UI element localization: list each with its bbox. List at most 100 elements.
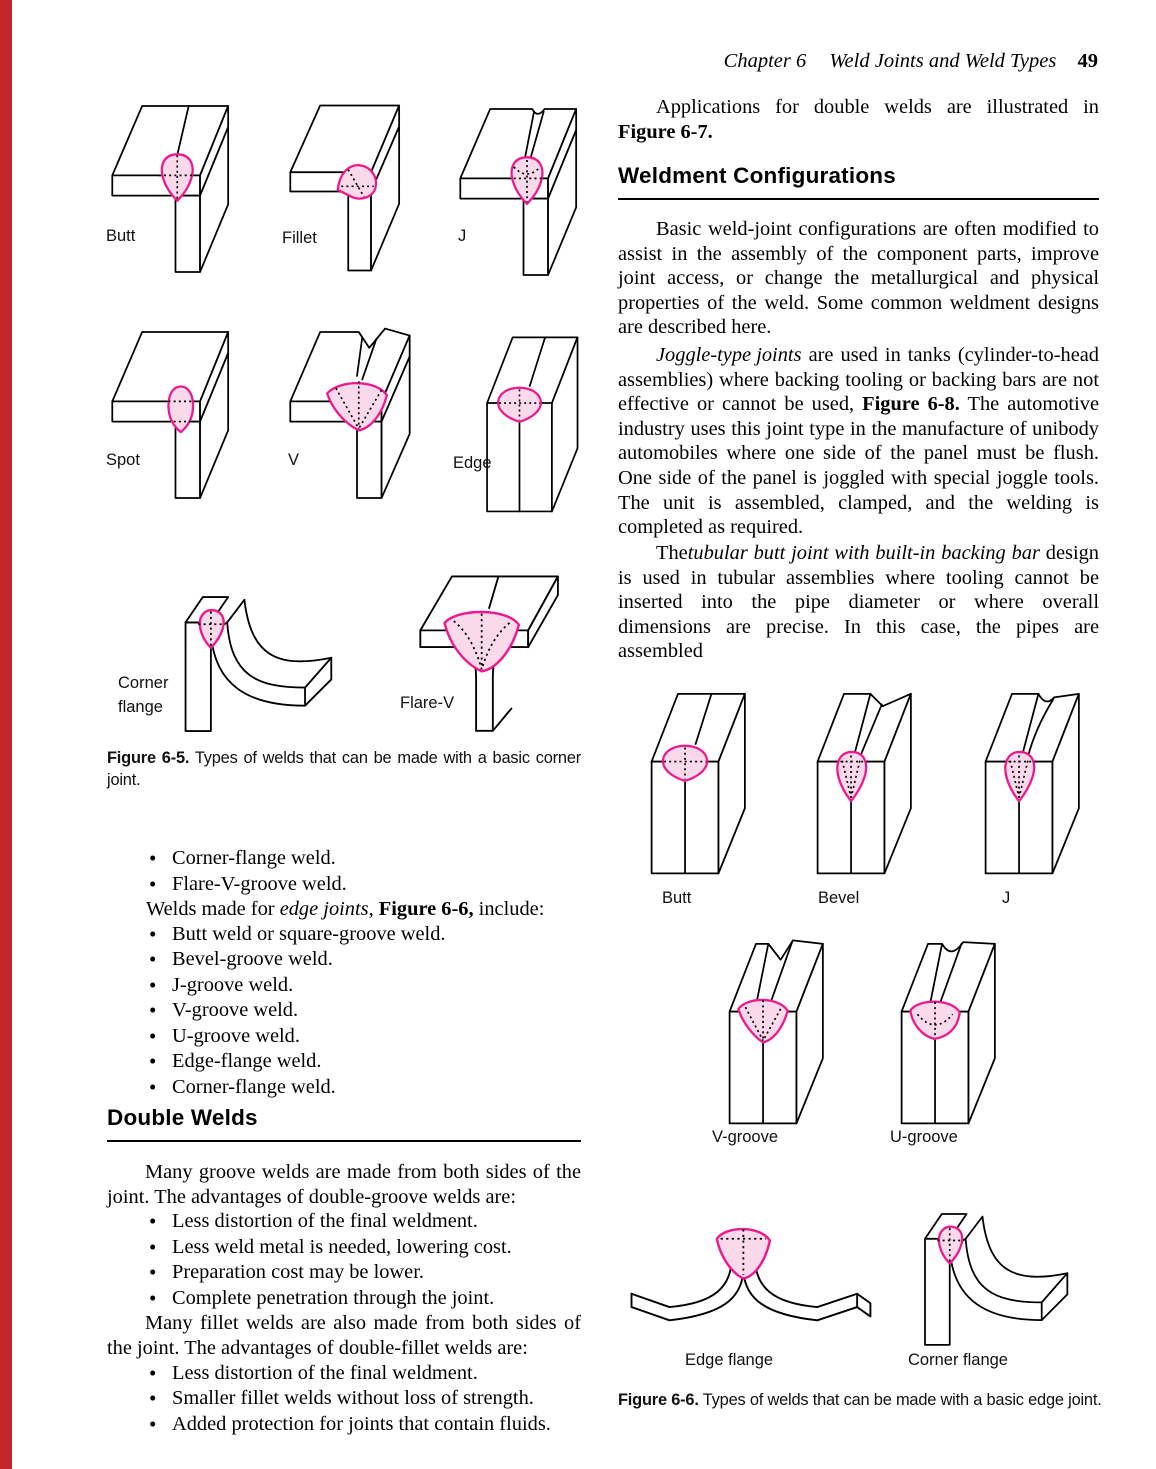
list-item: Added protection for joints that contain…	[149, 1412, 581, 1438]
list-item-text: U-groove weld.	[172, 1024, 300, 1047]
weldment-configurations-heading: Weldment Configurations	[618, 163, 1099, 200]
double-welds-heading: Double Welds	[107, 1105, 581, 1142]
list-item-text: J-groove weld.	[172, 973, 294, 996]
bullet-icon	[149, 1024, 172, 1050]
fig65-v-diagram	[289, 327, 411, 499]
list-item-text: Corner-flange weld.	[172, 847, 336, 869]
bullet-icon	[149, 846, 172, 872]
bullet-icon	[149, 1209, 172, 1235]
list-item-text: Less distortion of the final weldment.	[172, 1361, 478, 1384]
figure-6-8-reference: Figure 6-8.	[862, 393, 960, 416]
list-item: Less distortion of the final weldment.	[149, 1209, 581, 1235]
fig66-corner-flange-diagram	[924, 1213, 1069, 1346]
bullet-icon	[149, 973, 172, 999]
chapter-edge-bar	[0, 0, 12, 1469]
bullet-icon	[149, 947, 172, 973]
intro-text: Welds made for	[146, 898, 280, 921]
fig65-edge-diagram	[486, 336, 579, 513]
fig65-caption-number: Figure 6-5.	[107, 749, 190, 767]
double-fillet-paragraph: Many fillet welds are also made from bot…	[107, 1312, 581, 1359]
list-item: J-groove weld.	[149, 973, 581, 999]
fig66-edge-flange-diagram	[630, 1227, 872, 1322]
intro-figure-ref: Figure 6-6,	[373, 898, 474, 921]
fig65-spot-diagram	[111, 331, 230, 499]
list-item: U-groove weld.	[149, 1024, 581, 1050]
running-head: Chapter 6 Weld Joints and Weld Types 49	[518, 50, 1098, 73]
running-head-chapter: Chapter 6	[723, 50, 807, 72]
bullet-icon	[149, 1386, 172, 1412]
intro-italic: edge joints,	[279, 898, 374, 921]
fig65-corner-flange-diagram	[184, 596, 333, 732]
fig65-butt-label: Butt	[106, 227, 136, 245]
tubular-text-lead: The	[656, 542, 688, 564]
joggle-term: Joggle-type joints	[656, 344, 802, 366]
page-number: 49	[1077, 50, 1099, 72]
list-item-text: Smaller fillet welds without loss of str…	[172, 1387, 534, 1410]
fig65-j-label: J	[458, 227, 467, 245]
list-item-text: Complete penetration through the joint.	[172, 1286, 495, 1309]
bullet-icon	[149, 998, 172, 1024]
fig66-corner-flange-label: Corner flange	[908, 1351, 1008, 1369]
fig65-edge-label: Edge	[453, 454, 492, 472]
fig66-u-groove-diagram	[900, 941, 996, 1125]
running-head-title: Weld Joints and Weld Types	[829, 50, 1057, 72]
list-item-text: Preparation cost may be lower.	[172, 1261, 424, 1284]
tubular-text: design is used in tubular assemblies whe…	[618, 542, 1099, 663]
fig66-caption-number: Figure 6-6.	[618, 1391, 699, 1409]
fig65-flare-v-label: Flare-V	[400, 694, 455, 712]
fig65-butt-diagram	[111, 105, 230, 273]
bullet-icon	[149, 1235, 172, 1261]
bullet-icon	[149, 1412, 172, 1438]
corner-edge-weld-list: Corner-flange weld. Flare-V-groove weld.…	[107, 846, 581, 1100]
list-item: Butt weld or square-groove weld.	[149, 922, 581, 948]
list-item: Corner-flange weld.	[149, 846, 581, 872]
edge-joints-intro: Welds made for edge joints, Figure 6-6, …	[107, 897, 581, 922]
bullet-icon	[149, 922, 172, 948]
list-item-text: Bevel-groove weld.	[172, 948, 333, 971]
joggle-text: are used in tanks (cylinder-to-head asse…	[618, 344, 1099, 416]
fig65-fillet-diagram	[289, 104, 401, 272]
tubular-paragraph: The tubular butt joint with built-in bac…	[618, 541, 1099, 664]
fig65-spot-label: Spot	[106, 451, 140, 469]
fig66-j-diagram	[984, 692, 1080, 875]
list-item-text: Flare-V-groove weld.	[172, 872, 347, 895]
list-item: Smaller fillet welds without loss of str…	[149, 1386, 581, 1412]
fig65-caption: Figure 6-5. Types of welds that can be m…	[107, 748, 581, 791]
applications-paragraph: Applications for double welds are illust…	[618, 95, 1099, 144]
fig65-v-label: V	[288, 451, 300, 469]
bullet-icon	[149, 1361, 172, 1387]
list-item: V-groove weld.	[149, 998, 581, 1024]
fig65-corner-flange-label-2: flange	[118, 698, 163, 716]
list-item-text: Less distortion of the final weldment.	[172, 1210, 478, 1233]
bullet-icon	[149, 1286, 172, 1312]
list-item: Complete penetration through the joint.	[149, 1286, 581, 1312]
basic-configurations-paragraph: Basic weld-joint configurations are ofte…	[618, 218, 1099, 339]
bullet-icon	[149, 1260, 172, 1286]
applications-line1: Applications for double welds are illust…	[656, 96, 1099, 118]
fig65-caption-text: Types of welds that can be made with a b…	[107, 749, 581, 789]
intro-text-2: include:	[473, 898, 545, 921]
list-item-text: V-groove weld.	[172, 999, 299, 1022]
fig66-caption: Figure 6-6. Types of welds that can be m…	[618, 1390, 1104, 1412]
fig66-edge-flange-label: Edge flange	[685, 1351, 774, 1369]
double-groove-paragraph: Many groove welds are made from both sid…	[107, 1161, 581, 1208]
fig65-j-diagram	[459, 108, 578, 276]
fig66-caption-text: Types of welds that can be made with a b…	[698, 1391, 1102, 1409]
list-item: Bevel-groove weld.	[149, 947, 581, 973]
joggle-text-2: The automotive industry uses this joint …	[618, 393, 1099, 539]
bullet-icon	[149, 872, 172, 898]
fig66-bevel-label: Bevel	[818, 889, 860, 907]
list-item: Less distortion of the final weldment.	[149, 1361, 581, 1387]
fig66-u-groove-label: U-groove	[890, 1128, 958, 1146]
list-item: Flare-V-groove weld.	[149, 872, 581, 898]
tubular-term: tubular butt joint with built-in backing…	[687, 542, 1040, 564]
list-item-text: Less weld metal is needed, lowering cost…	[172, 1235, 512, 1258]
fig65-fillet-label: Fillet	[282, 229, 317, 247]
double-welds-body: Many groove welds are made from both sid…	[107, 1160, 581, 1437]
list-item-text: Edge-flange weld.	[172, 1050, 322, 1073]
list-item-text: Corner-flange weld.	[172, 1075, 336, 1098]
fig66-v-groove-label: V-groove	[712, 1128, 779, 1146]
fig66-v-groove-diagram	[728, 939, 824, 1125]
fig66-bevel-diagram	[816, 692, 912, 875]
